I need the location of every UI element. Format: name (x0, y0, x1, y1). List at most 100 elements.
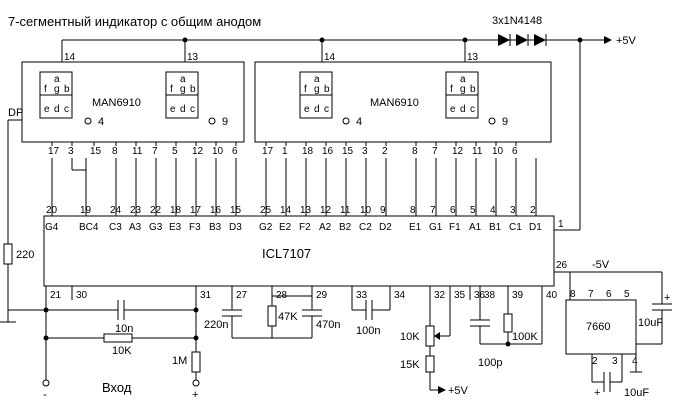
display-2-digit-pin-2: 9 (502, 116, 508, 128)
display-2-pin-7: 7 (432, 146, 438, 157)
display-2-pin-18: 18 (302, 146, 314, 157)
pot-10k (425, 325, 435, 347)
display-2-anode-pin-1: 14 (324, 52, 336, 63)
display-2-pin-15: 15 (342, 146, 354, 157)
segment-a: a (460, 74, 466, 85)
display-1-pin-12: 12 (192, 146, 204, 157)
ic-top-pin-name: A3 (129, 222, 142, 233)
segment-d: d (460, 104, 466, 115)
ic-top-pin-name: G2 (259, 222, 273, 233)
display-2-pin-11: 11 (472, 146, 483, 157)
ic-bottom-pin-29: 29 (316, 290, 328, 301)
supply-minus-label: -5V (592, 259, 610, 271)
r-10k-input (103, 333, 133, 343)
ic-top-pin-name: D1 (529, 222, 542, 233)
segment-e: e (450, 104, 456, 115)
r-10k-input-label: 10K (112, 345, 132, 357)
r-dp-label: 220 (16, 249, 34, 261)
input-label: Вход (102, 380, 132, 395)
segment-b: b (324, 84, 330, 95)
segment-g: g (314, 84, 320, 95)
segment-b: b (470, 84, 476, 95)
segment-e: e (44, 104, 50, 115)
display-2-pin-6: 6 (512, 146, 518, 157)
segment-f: f (304, 84, 307, 95)
display-1-pin-6: 6 (232, 146, 238, 157)
pot-10k-label: 10K (400, 331, 420, 343)
segment-c: c (64, 104, 69, 115)
ic-top-pin-name: D3 (229, 222, 242, 233)
segment-d: d (54, 104, 60, 115)
ic-top-pin-number: 6 (450, 205, 456, 216)
segment-g: g (460, 84, 466, 95)
ic-top-pin-name: C1 (509, 222, 522, 233)
ic-top-pin-name: C3 (109, 222, 122, 233)
ic-top-pin-name: F2 (299, 222, 311, 233)
ic-right-pin-1: 1 (558, 219, 564, 230)
ic-bottom-pin-38: 38 (484, 290, 496, 301)
display-2-anode-pin-2: 13 (467, 52, 479, 63)
segment-d: d (180, 104, 186, 115)
ic-top-pin-number: 7 (430, 205, 436, 216)
segment-e: e (304, 104, 310, 115)
segment-e: e (170, 104, 176, 115)
ic-bottom-pin-39: 39 (512, 290, 524, 301)
segment-g: g (180, 84, 186, 95)
segment-b: b (190, 84, 196, 95)
ic-top-pin-number: 20 (46, 205, 58, 216)
ic-top-pin-number: 5 (470, 205, 476, 216)
display-1-anode-pin-1: 14 (64, 52, 76, 63)
display-2-pin-8: 8 (412, 146, 418, 157)
c-470n-label: 470n (316, 319, 340, 331)
display-1-anode-pin-2: 13 (187, 52, 199, 63)
r-47k-label: 47K (278, 311, 298, 323)
ic-top-pin-number: 24 (110, 205, 122, 216)
r-100k-label: 100K (512, 331, 538, 343)
display-2-digit-pin-1: 4 (356, 116, 362, 128)
segment-c: c (190, 104, 195, 115)
display-2-pin-3: 3 (362, 146, 368, 157)
ic-top-pin-number: 13 (300, 205, 312, 216)
display-1-digit-pin-2: 9 (222, 116, 228, 128)
ic2-name: 7660 (586, 321, 610, 333)
ic-top-pin-name: E2 (279, 222, 292, 233)
ic-top-pin-number: 2 (530, 205, 536, 216)
segment-c: c (470, 104, 475, 115)
segment-b: b (64, 84, 70, 95)
ic-right-pin-2: 26 (556, 260, 568, 271)
ic-top-pin-number: 15 (230, 205, 242, 216)
ic-top-pin-name: E3 (169, 222, 182, 233)
schematic-title: 7-сегментный индикатор с общим анодом (8, 14, 261, 29)
segment-a: a (54, 74, 60, 85)
r-15k (425, 355, 435, 373)
r-1m (191, 351, 201, 373)
c-100n-label: 100n (356, 325, 380, 337)
ic-top-pin-number: 25 (260, 205, 272, 216)
segment-a: a (180, 74, 186, 85)
display-2-pin-1: 1 (282, 146, 288, 157)
ic-top-pin-name: E1 (409, 222, 422, 233)
c-100p-label: 100p (478, 357, 502, 369)
ic2-pin-7: 7 (588, 289, 594, 300)
ic-name: ICL7107 (262, 246, 311, 261)
c-10n-label: 10n (115, 323, 133, 335)
dp-label: DP (8, 107, 23, 119)
display-2-part: MAN6910 (370, 97, 419, 109)
ic-top-pin-number: 16 (210, 205, 222, 216)
ic-top-pin-number: 11 (340, 205, 351, 216)
ic-top-pin-name: B1 (489, 222, 502, 233)
display-1-pin-10: 10 (212, 146, 224, 157)
ic-bottom-pin-27: 27 (236, 290, 248, 301)
diode-chain (185, 34, 612, 46)
segment-a: a (314, 74, 320, 85)
r-15k-label: 15K (400, 359, 420, 371)
ic2-pin-2: 2 (592, 356, 598, 367)
ic-7660: 7660 8 7 6 5 2 3 4 (565, 289, 638, 367)
ic-top-pin-name: C2 (359, 222, 372, 233)
ic2-pin-6: 6 (606, 289, 612, 300)
r-dp-resistor (3, 243, 13, 265)
